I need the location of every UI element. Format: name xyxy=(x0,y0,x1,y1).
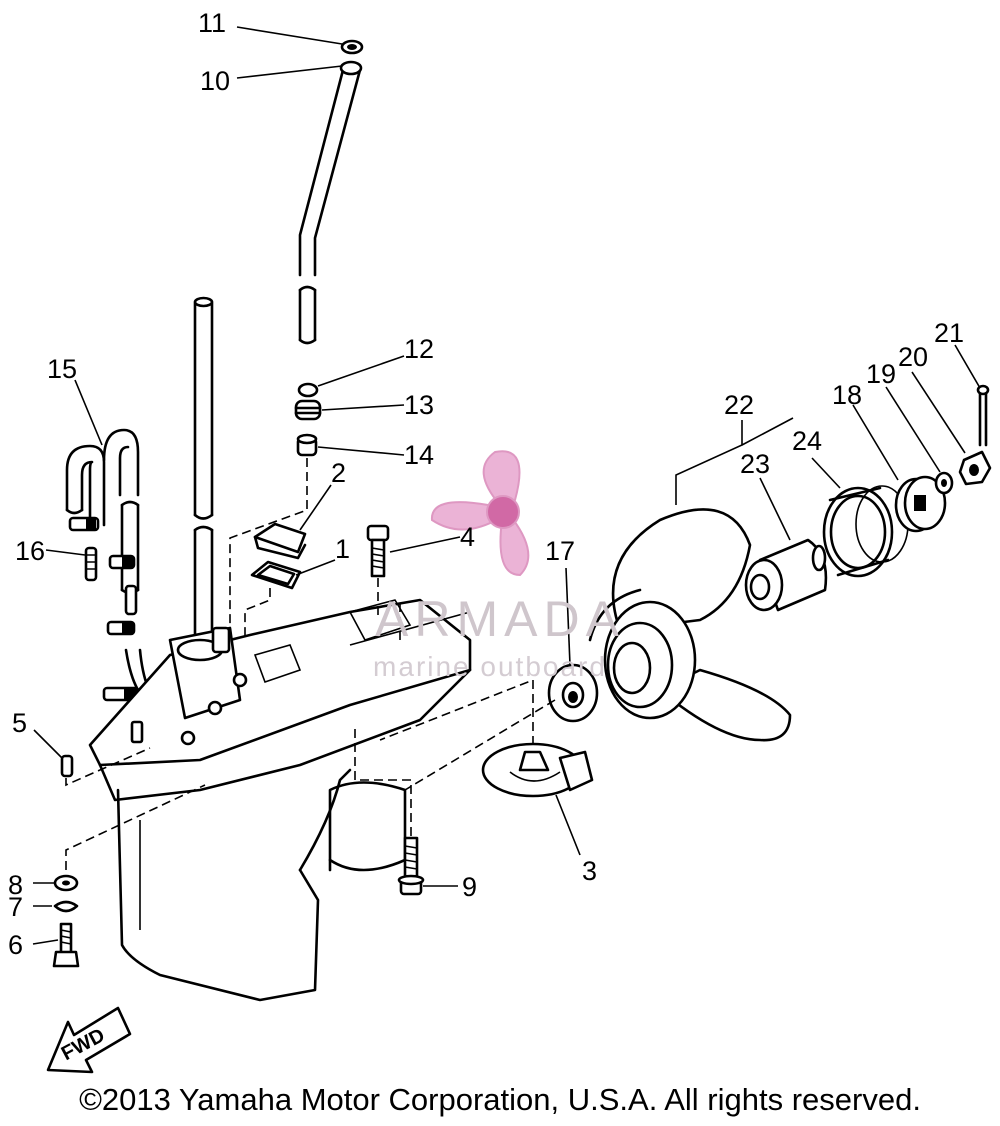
part-label-24: 24 xyxy=(792,426,822,456)
shift-rod xyxy=(298,60,363,345)
bushing-24 xyxy=(822,485,909,578)
washer-18 xyxy=(894,475,947,533)
watermark-propeller-icon xyxy=(430,450,530,577)
leader-lines xyxy=(32,26,981,945)
part-label-22: 22 xyxy=(724,390,754,420)
part-label-15: 15 xyxy=(47,354,77,384)
watermark: ARMADA marine outboard xyxy=(373,450,625,682)
part-label-16: 16 xyxy=(15,536,45,566)
part-label-13: 13 xyxy=(404,390,434,420)
watermark-title: ARMADA xyxy=(375,591,625,647)
fwd-arrow: FWD xyxy=(46,1006,132,1074)
part-label-8: 8 xyxy=(8,870,23,900)
part-label-14: 14 xyxy=(404,440,434,470)
watermark-subtitle: marine outboard xyxy=(373,651,607,682)
lower-casing xyxy=(88,598,472,1002)
part-label-3: 3 xyxy=(582,856,597,886)
part-label-2: 2 xyxy=(331,458,346,488)
washer-8 xyxy=(53,874,79,892)
copyright-notice: ©2013 Yamaha Motor Corporation, U.S.A. A… xyxy=(79,1082,921,1117)
hose-fittings-16 xyxy=(68,516,150,702)
seal-12 xyxy=(297,382,319,398)
bolt-9 xyxy=(397,836,425,896)
anode-2 xyxy=(253,522,307,560)
propeller-22 xyxy=(588,508,792,742)
part-labels: 11 10 12 13 14 15 16 2 1 4 17 22 23 24 1… xyxy=(8,8,964,960)
part-label-17: 17 xyxy=(545,536,575,566)
part-label-10: 10 xyxy=(200,66,230,96)
trim-tab-3 xyxy=(481,742,594,798)
washer-7 xyxy=(53,900,79,913)
part-label-9: 9 xyxy=(462,872,477,902)
part-label-1: 1 xyxy=(335,534,350,564)
spacer-23 xyxy=(744,538,828,612)
washer-19 xyxy=(934,471,954,495)
plate-1 xyxy=(250,560,302,590)
bolt-4 xyxy=(366,524,390,578)
thrust-washer-17 xyxy=(547,663,599,723)
part-label-4: 4 xyxy=(460,522,475,552)
dowel-pin-5 xyxy=(60,754,74,778)
part-label-5: 5 xyxy=(12,708,27,738)
part-label-23: 23 xyxy=(740,449,770,479)
cotter-pin-21 xyxy=(976,384,990,447)
part-label-18: 18 xyxy=(832,380,862,410)
seal-11 xyxy=(340,39,364,55)
part-label-12: 12 xyxy=(404,334,434,364)
bushing-14 xyxy=(296,433,318,457)
part-label-20: 20 xyxy=(898,342,928,372)
nut-20 xyxy=(958,450,992,486)
water-tube xyxy=(193,296,214,647)
part-label-19: 19 xyxy=(866,359,896,389)
part-label-21: 21 xyxy=(934,318,964,348)
part-label-6: 6 xyxy=(8,930,23,960)
part-label-7: 7 xyxy=(8,892,23,922)
assembly-lines xyxy=(65,458,556,870)
part-label-11: 11 xyxy=(198,8,226,38)
oil-seal-13 xyxy=(294,399,322,421)
bolt-6 xyxy=(52,922,80,968)
